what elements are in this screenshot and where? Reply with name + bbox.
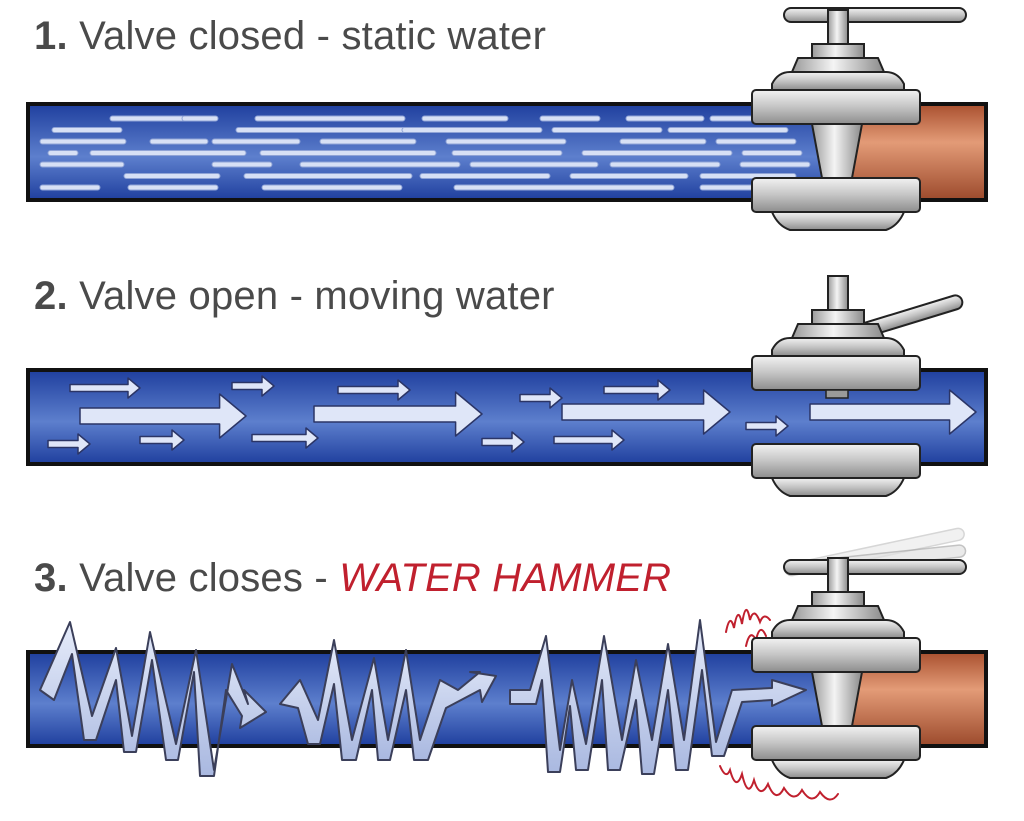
water-streak [39,184,101,191]
valve-gate-closed [810,123,864,179]
water-streak [539,115,601,122]
flow-arrows [47,375,977,455]
water-streak [619,138,707,145]
water-streak [739,161,811,168]
flow-arrow-icon [603,379,671,401]
panel-1-text: Valve closed - static water [79,14,547,58]
water-streak [451,150,563,156]
panel-3-caption: 3. Valve closes - WATER HAMMER [34,556,671,601]
water-streak [419,173,551,179]
water-streak [89,150,247,156]
panel-1-valve [751,7,967,231]
water-streak [421,115,509,122]
water-streak [211,138,301,145]
water-streak [243,173,413,179]
panel-1-caption: 1. Valve closed - static water [34,14,546,59]
water-streak [569,173,689,179]
flow-arrow-icon [47,433,91,455]
flow-arrow-icon [337,379,411,401]
water-streak [51,127,123,133]
water-streak [551,127,663,133]
water-streak [149,138,209,145]
panel-2-valve [751,275,964,497]
panel-2-number: 2. [34,274,68,318]
valve-gate-closed [810,671,864,727]
water-streak [261,184,403,191]
flow-arrow-icon [809,389,977,435]
flow-arrow-icon [313,391,483,437]
flow-arrow-icon [561,389,731,435]
water-streak [235,127,413,133]
valve-handle-closing [783,559,967,575]
flow-arrow-icon [745,415,789,437]
water-hammer-label: WATER HAMMER [339,556,672,600]
flow-arrow-icon [481,431,525,453]
water-streak [445,138,567,145]
water-streak [127,184,219,191]
water-streak [47,150,79,156]
water-streak [254,115,406,122]
panel-1-number: 1. [34,14,68,58]
water-streak [741,150,803,156]
water-streak [581,150,733,156]
water-streak [715,138,797,145]
water-streak [39,138,127,145]
water-streak [453,184,675,191]
valve-icon [751,275,921,497]
valve-icon [751,9,921,231]
water-streak [123,173,221,179]
valve-handle-closed [783,7,967,23]
panel-3-text: Valve closes - [79,556,340,600]
water-streak [401,127,543,133]
flow-arrow-icon [251,427,319,449]
water-streak [299,161,461,168]
valve-icon [751,557,921,779]
flow-arrow-icon [519,387,563,409]
panel-2-caption: 2. Valve open - moving water [34,274,555,319]
flow-arrow-icon [231,375,275,397]
water-streak [609,161,721,168]
water-streak [109,115,191,122]
flow-arrow-icon [553,429,625,451]
flow-arrow-icon [79,393,247,439]
water-streak [211,161,273,168]
shock-wave-icon [39,619,807,777]
water-streak [181,115,219,122]
water-streak [39,161,125,168]
water-streak [667,127,789,133]
water-streak [319,138,417,145]
panel-3-number: 3. [34,556,68,600]
panel-2-text: Valve open - moving water [79,274,555,318]
water-streak [469,161,599,168]
static-water-lines [39,115,811,191]
water-streak [259,150,437,156]
panel-3-valve [751,527,967,779]
flow-arrow-icon [139,429,185,451]
flow-arrow-icon [69,377,141,399]
water-streak [625,115,705,122]
valve-gate-open [825,389,849,399]
